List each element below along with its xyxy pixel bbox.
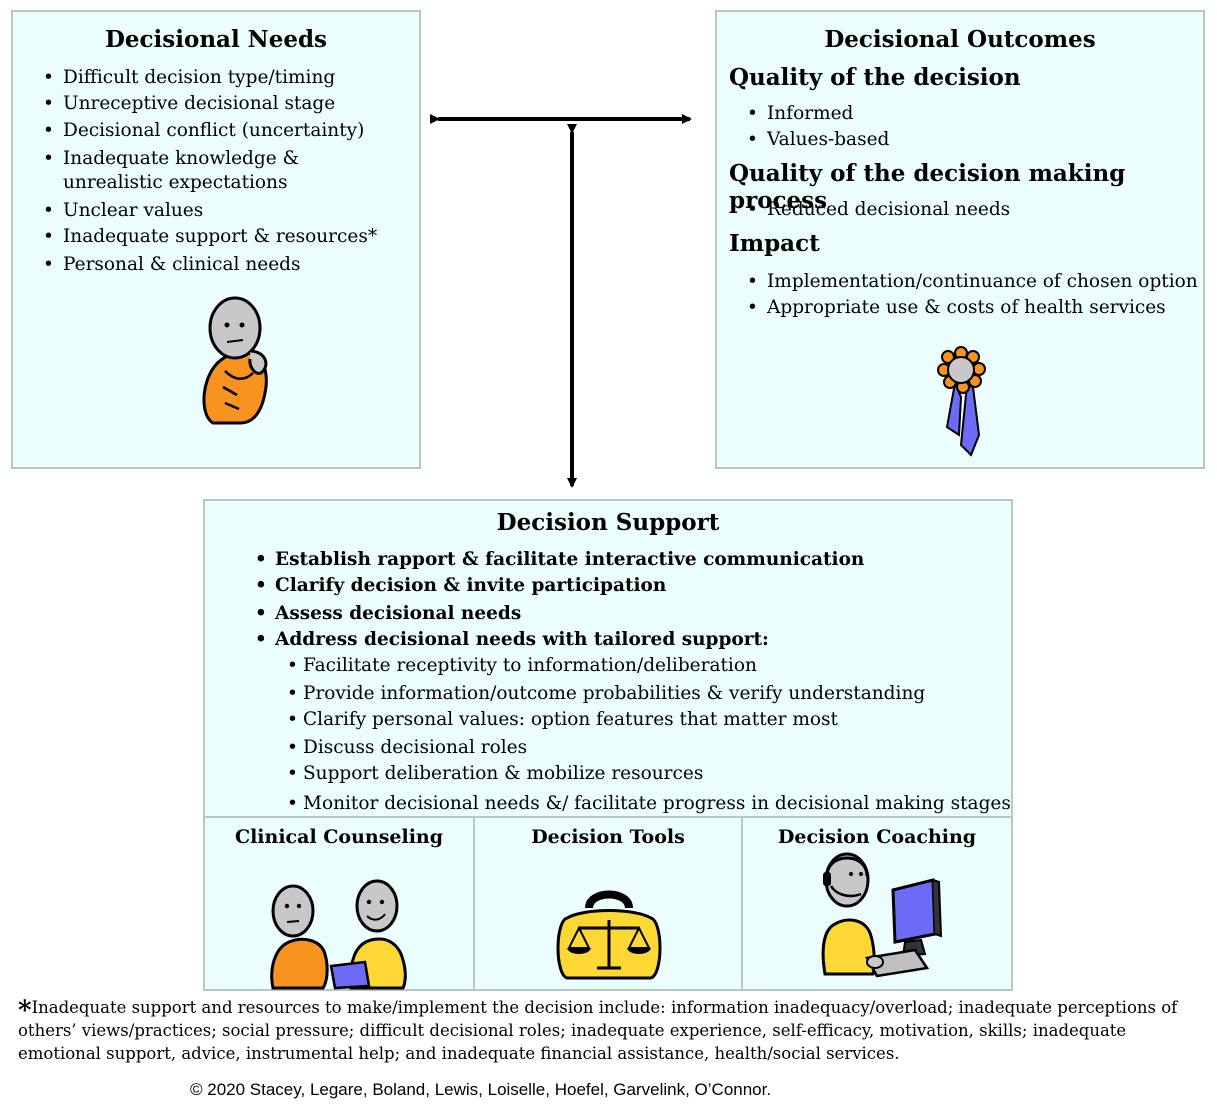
- list-item: Establish rapport & facilitate interacti…: [253, 547, 864, 573]
- list-item: Provide information/outcome probabilitie…: [285, 681, 1011, 707]
- quality-decision-heading: Quality of the decision: [729, 64, 1021, 91]
- list-item: Inadequate support & resources*: [41, 224, 401, 250]
- list-item: Support deliberation & mobilize resource…: [285, 761, 1011, 787]
- list-item: Discuss decisional roles: [285, 735, 1011, 761]
- footnote: *Inadequate support and resources to mak…: [18, 996, 1203, 1065]
- copyright: © 2020 Stacey, Legare, Boland, Lewis, Lo…: [190, 1080, 772, 1099]
- list-item: Facilitate receptivity to information/de…: [285, 653, 1011, 679]
- list-item: Inadequate knowledge & unrealistic expec…: [41, 147, 401, 195]
- coach-headset-computer-icon: [821, 852, 943, 978]
- decision-tools-cell: Decision Tools: [475, 816, 743, 991]
- list-item: Implementation/continuance of chosen opt…: [745, 269, 1198, 295]
- decisional-needs-title: Decisional Needs: [104, 26, 328, 53]
- decisional-needs-box: Decisional Needs Difficult decision type…: [11, 10, 421, 469]
- footnote-asterisk: *: [18, 996, 32, 1026]
- decision-support-sublist: Facilitate receptivity to information/de…: [285, 653, 1011, 817]
- list-item: Decisional conflict (uncertainty): [41, 118, 401, 144]
- list-item: Assess decisional needs: [253, 601, 864, 627]
- list-item: Personal & clinical needs: [41, 252, 401, 278]
- list-item: Reduced decisional needs: [745, 197, 1010, 223]
- list-item: Monitor decisional needs &/ facilitate p…: [285, 791, 1011, 817]
- list-item: Clarify decision & invite participation: [253, 573, 864, 599]
- quality-decision-list: Informed Values-based: [745, 101, 889, 153]
- list-item: Unreceptive decisional stage: [41, 91, 401, 117]
- scales-bag-icon: [556, 890, 662, 980]
- list-item: Difficult decision type/timing: [41, 65, 401, 91]
- list-item: Informed: [745, 101, 889, 127]
- list-item: Clarify personal values: option features…: [285, 707, 1011, 733]
- clinical-counseling-title: Clinical Counseling: [234, 826, 444, 848]
- decision-coaching-title: Decision Coaching: [777, 826, 977, 848]
- impact-list: Implementation/continuance of chosen opt…: [745, 269, 1198, 321]
- footnote-text: Inadequate support and resources to make…: [18, 998, 1178, 1063]
- list-item: Unclear values: [41, 198, 401, 224]
- ribbon-award-icon: [937, 346, 986, 457]
- list-item: Values-based: [745, 127, 889, 153]
- list-item: Address decisional needs with tailored s…: [253, 627, 864, 653]
- decision-tools-title: Decision Tools: [531, 826, 685, 848]
- quality-process-list: Reduced decisional needs: [745, 197, 1010, 223]
- impact-heading: Impact: [729, 230, 820, 257]
- two-people-icon: [270, 879, 407, 990]
- decisional-outcomes-title: Decisional Outcomes: [824, 26, 1096, 53]
- list-item: Appropriate use & costs of health servic…: [745, 295, 1198, 321]
- clinical-counseling-cell: Clinical Counseling: [205, 816, 475, 991]
- decision-coaching-cell: Decision Coaching: [743, 816, 1011, 991]
- decision-support-box: Decision Support Establish rapport & fac…: [203, 499, 1013, 991]
- thinking-person-icon: [202, 296, 268, 425]
- decisional-outcomes-box: Decisional Outcomes Quality of the decis…: [715, 10, 1205, 469]
- decision-support-list: Establish rapport & facilitate interacti…: [253, 547, 864, 653]
- decision-support-title: Decision Support: [496, 509, 720, 536]
- decisional-needs-list: Difficult decision type/timing Unrecepti…: [41, 65, 401, 278]
